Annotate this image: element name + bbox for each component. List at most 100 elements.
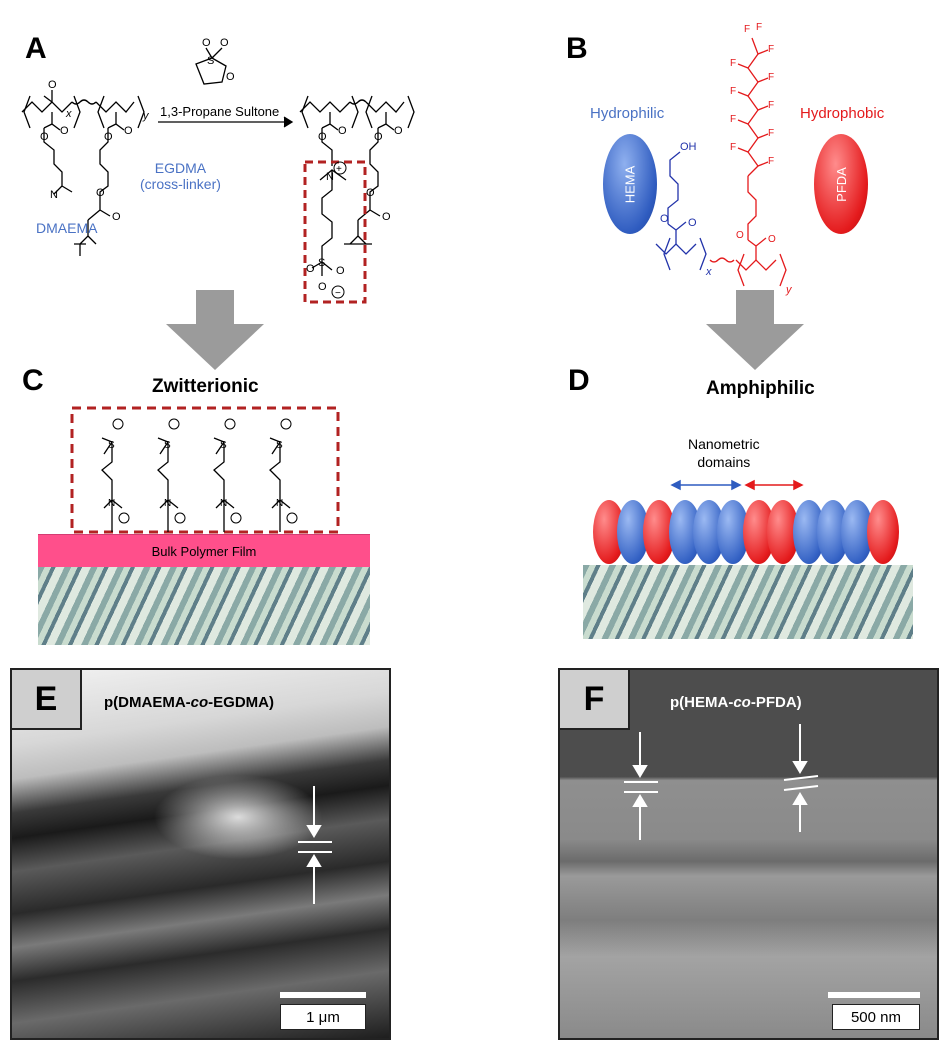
svg-text:O: O [226, 71, 235, 83]
svg-text:N: N [164, 498, 171, 509]
egdma-line1: EGDMA [154, 160, 207, 176]
svg-text:S: S [207, 55, 214, 67]
hydrophobic-label: Hydrophobic [800, 105, 885, 122]
thickness-arrows-f-right [783, 724, 819, 832]
svg-text:O: O [202, 37, 211, 49]
svg-text:O: O [688, 217, 697, 229]
sub-y-a: y [143, 110, 149, 122]
svg-text:O: O [112, 211, 121, 223]
panel-b-label: B [566, 32, 588, 65]
svg-text:O: O [220, 37, 229, 49]
pfda-domain [867, 500, 899, 564]
svg-text:S: S [164, 440, 171, 451]
svg-text:N: N [108, 498, 115, 509]
sem-image-e: E p(DMAEMA-co-EGDMA) 1 μm [10, 668, 391, 1040]
sub-x-b: x [706, 266, 712, 278]
svg-text:O: O [318, 281, 327, 293]
zwitterionic-title: Zwitterionic [152, 376, 259, 397]
nanometric-domains-label: Nanometric domains [688, 435, 760, 471]
amphiphilic-title: Amphiphilic [706, 378, 815, 399]
svg-text:S: S [108, 440, 115, 451]
reagent-label: 1,3-Propane Sultone [160, 104, 280, 119]
svg-text:N: N [276, 498, 283, 509]
amphiphilic-domain-row [593, 500, 913, 566]
thickness-arrows-e [298, 786, 332, 904]
svg-text:N: N [220, 498, 227, 509]
svg-text:O: O [338, 125, 347, 137]
svg-text:O: O [366, 187, 375, 199]
svg-text:N: N [326, 171, 334, 183]
panel-e-label: E [12, 670, 82, 730]
sem-image-f: F p(HEMA-co-PFDA) 500 nm [558, 668, 939, 1040]
bulk-film-label: Bulk Polymer Film [151, 543, 257, 559]
svg-text:O: O [40, 131, 49, 143]
pfda-label: PFDA [833, 166, 849, 202]
domain-arrows [670, 479, 804, 491]
svg-text:O: O [374, 131, 383, 143]
svg-text:F: F [768, 100, 774, 111]
svg-text:O: O [382, 211, 391, 223]
svg-text:F: F [730, 114, 736, 125]
svg-text:O: O [660, 213, 669, 225]
svg-text:F: F [768, 44, 774, 55]
svg-text:O: O [336, 265, 345, 277]
svg-text:O: O [394, 125, 403, 137]
svg-text:F: F [756, 22, 762, 33]
sem-e-title-pre: p(DMAEMA- [104, 694, 191, 711]
svg-text:−: − [335, 288, 341, 299]
svg-text:O: O [96, 187, 105, 199]
svg-text:F: F [744, 24, 750, 35]
svg-text:F: F [768, 72, 774, 83]
svg-text:+: + [336, 164, 342, 175]
dmaema-label: DMAEMA [36, 220, 98, 236]
arrow-a-to-c [166, 290, 264, 370]
sem-e-title: p(DMAEMA-co-EGDMA) [104, 694, 274, 711]
sem-f-title-post: -PFDA) [750, 694, 802, 711]
sub-x-a: x [66, 108, 72, 120]
scale-label-e: 1 μm [280, 1004, 366, 1030]
svg-text:O: O [60, 125, 69, 137]
sem-f-title: p(HEMA-co-PFDA) [670, 694, 802, 711]
svg-text:OH: OH [680, 141, 697, 153]
scale-label-f: 500 nm [832, 1004, 920, 1030]
membrane-substrate-d [583, 565, 913, 639]
hema-oval: HEMA [603, 134, 657, 234]
svg-text:O: O [104, 131, 113, 143]
svg-text:O: O [48, 79, 57, 91]
domains-line1: Nanometric [688, 436, 760, 452]
svg-text:O: O [318, 131, 327, 143]
sub-y-b: y [786, 284, 792, 296]
svg-text:F: F [730, 58, 736, 69]
svg-text:F: F [730, 86, 736, 97]
sem-e-title-co: co [190, 694, 209, 711]
panel-c-label: C [22, 364, 44, 397]
hydrophilic-label: Hydrophilic [590, 105, 665, 122]
sem-e-title-post: -EGDMA) [208, 694, 274, 711]
svg-text:O: O [306, 263, 315, 275]
panel-a-label: A [25, 32, 47, 65]
sem-f-title-pre: p(HEMA- [670, 694, 734, 711]
svg-text:O: O [736, 230, 744, 241]
sem-f-title-co: co [733, 694, 751, 711]
panel-d-label: D [568, 364, 590, 397]
arrow-b-to-d [706, 290, 804, 370]
scale-bar-e [280, 992, 366, 998]
hema-label: HEMA [622, 165, 638, 203]
pfda-oval: PFDA [814, 134, 868, 234]
domains-line2: domains [697, 454, 751, 470]
svg-text:F: F [730, 142, 736, 153]
scale-bar-f [828, 992, 920, 998]
svg-text:N: N [50, 189, 58, 201]
panel-f-label: F [560, 670, 630, 730]
svg-text:S: S [318, 257, 325, 269]
svg-text:O: O [124, 125, 133, 137]
thickness-arrows-f-left [624, 732, 658, 840]
svg-text:S: S [276, 440, 283, 451]
egdma-line2: (cross-linker) [140, 176, 221, 192]
egdma-label: EGDMA (cross-linker) [140, 160, 221, 192]
svg-text:O: O [768, 234, 776, 245]
svg-text:F: F [768, 156, 774, 167]
